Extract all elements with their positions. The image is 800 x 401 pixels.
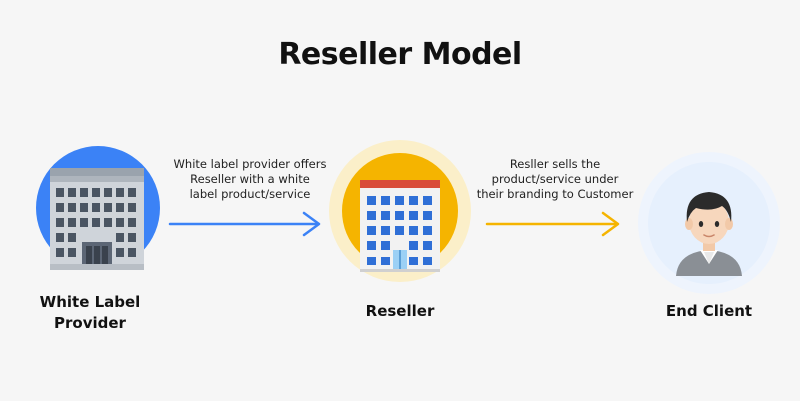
- provider-label: White Label Provider: [20, 292, 160, 334]
- reseller-label: Reseller: [365, 302, 435, 320]
- flow2-caption-line2: product/service under: [491, 172, 619, 186]
- flow-reseller-to-client-arrow: [485, 211, 620, 237]
- page-title: Reseller Model: [278, 37, 522, 72]
- reseller-building-icon: [329, 140, 471, 282]
- flow1-caption-line2: Reseller with a white: [190, 172, 310, 186]
- flow-reseller-to-client-caption: Resller sells the product/service under …: [470, 157, 640, 202]
- provider-label-line1: White Label: [39, 293, 141, 311]
- flow2-caption-line1: Resller sells the: [509, 157, 601, 171]
- end-client-label: End Client: [665, 302, 753, 320]
- flow2-caption-line3: their branding to Customer: [476, 187, 634, 201]
- flow-provider-to-reseller-arrow: [168, 211, 321, 237]
- flow1-caption-line1: White label provider offers: [173, 157, 327, 171]
- flow1-caption-line3: label product/service: [189, 187, 311, 201]
- provider-label-line2: Provider: [54, 314, 126, 332]
- provider-building-icon: [36, 146, 160, 270]
- flow-provider-to-reseller-caption: White label provider offers Reseller wit…: [160, 157, 340, 202]
- end-client-avatar-icon: [638, 152, 780, 294]
